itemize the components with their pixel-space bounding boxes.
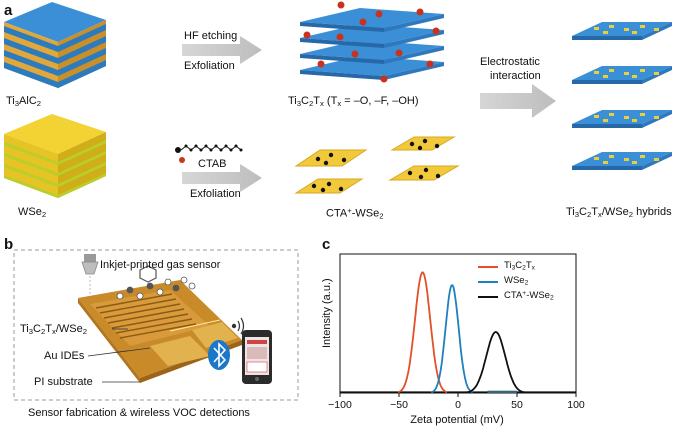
pi-substrate-label: PI substrate	[34, 376, 93, 388]
chart-series	[397, 271, 526, 394]
x-tick-label: 0	[455, 399, 461, 411]
electrostatic-label-1: Electrostatic	[480, 56, 540, 68]
sensor-substrate	[78, 280, 242, 383]
legend-label: WSe2	[504, 275, 529, 287]
series-line-cta-wse2	[465, 331, 526, 394]
sensing-layer-label: Ti3C2Tx/WSe2	[20, 323, 88, 336]
legend-swatch	[478, 296, 498, 298]
au-ides-label: Au IDEs	[44, 350, 85, 362]
wse2-label: WSe2	[18, 206, 47, 219]
step2-exfoliation-label: Exfoliation	[190, 188, 241, 200]
wse2-stack	[4, 114, 106, 198]
mxene-sheets	[300, 1, 444, 83]
cta-wse2-flakes	[294, 136, 460, 194]
hybrid-sheets	[572, 22, 672, 170]
arrow-electrostatic	[480, 84, 556, 118]
panel-label-c: c	[322, 236, 331, 253]
arrow-ctab	[182, 164, 262, 192]
panel-label-a: a	[4, 2, 13, 19]
legend-swatch	[478, 281, 498, 283]
smartphone-icon	[242, 330, 272, 384]
leader-lines	[87, 328, 151, 383]
y-axis-label: Intensity (a.u.)	[321, 278, 333, 348]
electrostatic-label-2: interaction	[490, 70, 541, 82]
mxene-label: Ti3C2Tx (Tx = –O, –F, –OH)	[288, 95, 419, 108]
legend-swatch	[478, 266, 498, 268]
arrow-etching	[182, 36, 262, 64]
legend-label: CTA+-WSe2	[504, 290, 554, 302]
x-tick-label: −50	[390, 399, 408, 411]
x-axis-label: Zeta potential (mV)	[410, 414, 504, 426]
step-hf-etching-label: HF etching	[184, 30, 238, 42]
step-exfoliation-label: Exfoliation	[184, 60, 235, 72]
panel-b-caption: Sensor fabrication & wireless VOC detect…	[28, 407, 250, 419]
legend-label: Ti3C2Tx	[504, 260, 535, 272]
series-line-wse2	[430, 284, 474, 394]
wireless-signal-icon	[231, 317, 245, 335]
cta-wse2-label: CTA+-WSe2	[326, 206, 384, 221]
x-tick-label: −100	[328, 399, 352, 411]
ti3alc2-label: Ti3AlC2	[6, 95, 42, 108]
ti3alc2-stack	[4, 2, 106, 88]
hybrids-label: Ti3C2Tx/WSe2 hybrids	[566, 206, 672, 219]
x-tick-label: 100	[567, 399, 585, 411]
x-tick-label: 50	[511, 399, 523, 411]
ctab-molecule-icon	[175, 144, 243, 163]
bluetooth-icon	[208, 340, 230, 370]
chart-ticks: −100 −50 0 50 100	[328, 393, 585, 411]
panel-label-b: b	[4, 236, 14, 253]
step-ctab-label: CTAB	[198, 158, 227, 170]
inkjet-label: Inkjet-printed gas sensor	[100, 259, 221, 271]
voc-molecules-icon	[116, 265, 196, 300]
